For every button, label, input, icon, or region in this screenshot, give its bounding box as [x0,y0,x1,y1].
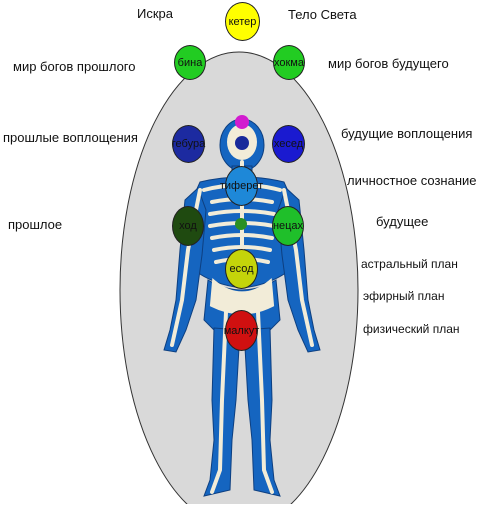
sephira-keter: кетер [225,2,260,41]
sephira-chokmah: хокма [273,45,305,80]
label-personal-consciousness: личностное сознание [347,173,477,188]
sephira-chesed: хесед [272,125,305,163]
label-etheric-plane: эфирный план [363,289,445,303]
sephira-yesod-label: есод [229,263,254,275]
sephira-gevurah-label: гебура [171,138,206,150]
label-light-body: Тело Света [288,7,357,22]
skeleton-figure [170,124,314,494]
sephira-hod-label: ход [179,220,197,232]
sephira-yesod: есод [225,249,258,289]
sephira-chokmah-label: хокма [274,56,304,69]
label-future: будущее [376,214,429,229]
sephira-binah: бина [174,45,206,80]
sephira-binah-label: бина [177,56,203,69]
label-gods-past: мир богов прошлого [13,59,136,74]
sephira-hod: ход [172,206,204,246]
sephira-gevurah: гебура [172,125,205,163]
sephira-malkuth-label: малкут [223,324,260,337]
crown-dot [235,115,249,129]
label-past-incarnations: прошлые воплощения [3,130,138,145]
label-spark: Искра [137,6,173,21]
sephira-tiferet-label: тиферет [219,180,264,192]
sephira-netzach: нецах [272,206,304,246]
label-astral-plane: астральный план [361,257,458,271]
label-future-incarnations: будущие воплощения [341,126,473,141]
sephira-netzach-label: нецах [272,220,304,232]
sephira-keter-label: кетер [228,15,257,28]
label-gods-future: мир богов будущего [328,56,449,71]
sephira-malkuth: малкут [223,310,260,351]
label-physical-plane: физический план [363,322,460,336]
heart-dot [235,218,247,230]
label-past: прошлое [8,217,63,232]
sephira-chesed-label: хесед [273,138,304,150]
sephira-tiferet: тиферет [220,166,263,206]
head-dot [235,136,249,150]
